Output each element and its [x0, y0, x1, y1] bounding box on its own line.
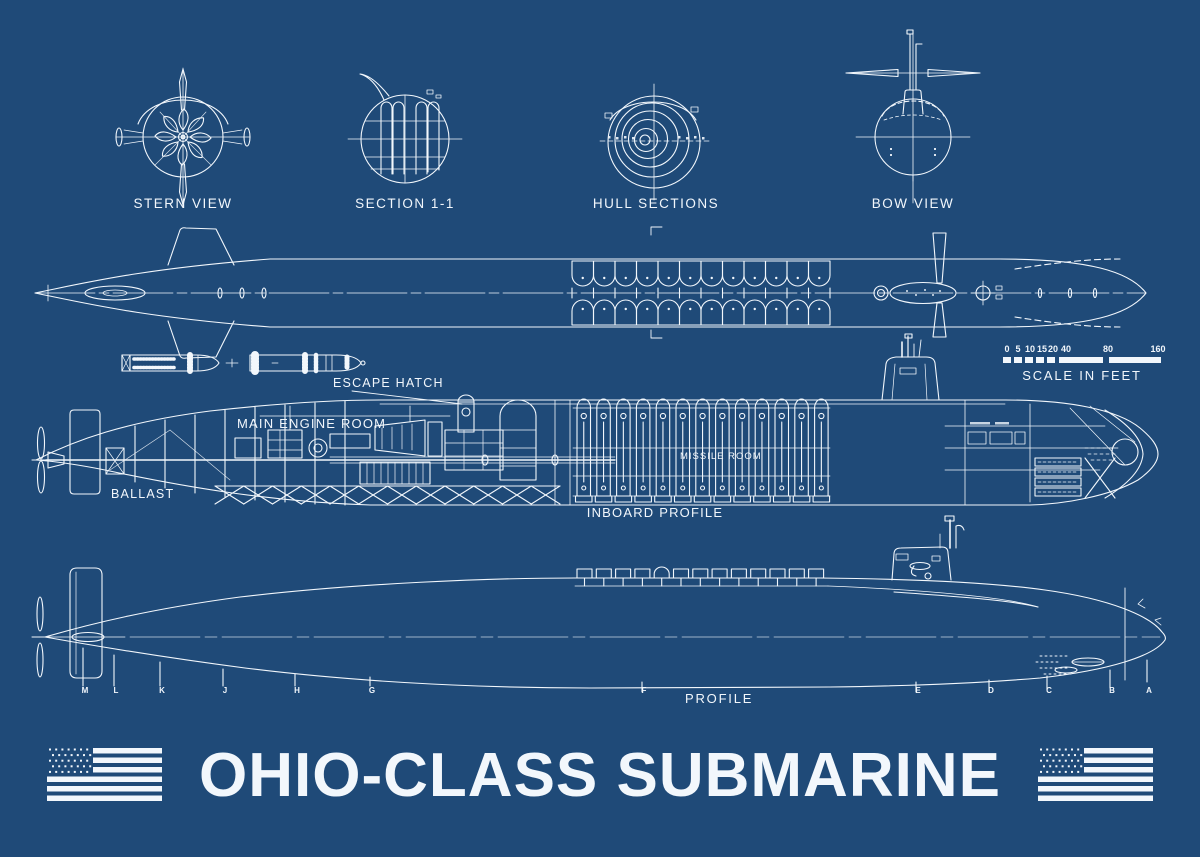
scale-tick-label: 10	[1024, 344, 1036, 354]
bow-view-drawing	[845, 29, 981, 204]
scale-tick-label: 0	[1004, 344, 1010, 354]
propeller-blades	[154, 108, 212, 166]
escape-hatch-label: ESCAPE HATCH	[333, 376, 444, 390]
frame-letter: G	[368, 686, 376, 695]
scale-bar: 0 5 10 15 20 40 80 160 SCALE IN FEET	[1003, 344, 1166, 386]
ballast-label: BALLAST	[111, 487, 175, 501]
poster-title: OHIO-CLASS SUBMARINE	[199, 741, 1001, 810]
missile-tubes	[574, 398, 831, 503]
sail	[891, 515, 965, 581]
scale-tick-label: 20	[1047, 344, 1059, 354]
inboard-profile-caption: INBOARD PROFILE	[586, 505, 724, 520]
sail	[881, 333, 940, 401]
frame-letter: H	[294, 686, 300, 695]
frame-letter: B	[1109, 686, 1115, 695]
scale-bar-graphic	[1003, 357, 1161, 363]
profile-drawing	[31, 515, 1166, 693]
scale-tick-label: 80	[1102, 344, 1114, 354]
scale-caption: SCALE IN FEET	[1022, 368, 1142, 383]
stern-view-drawing	[115, 67, 251, 207]
us-flag-right-icon	[1038, 748, 1153, 801]
frame-station-ticks	[82, 647, 1148, 693]
section-1-1-label: SECTION 1-1	[355, 196, 455, 211]
waterline-marks	[890, 148, 936, 156]
frame-letter: F	[641, 686, 647, 695]
scale-tick-label: 40	[1060, 344, 1072, 354]
frame-letter: M	[81, 686, 89, 695]
engine-room-machinery	[234, 399, 537, 485]
sail-outline	[889, 281, 957, 305]
frame-letter: K	[159, 686, 165, 695]
frame-letter-marks	[608, 136, 705, 140]
sail	[902, 89, 924, 115]
main-engine-room-label: MAIN ENGINE ROOM	[237, 416, 387, 431]
stern-frame-lines	[134, 400, 346, 506]
stern-rudder	[69, 409, 101, 495]
bow-torpedo-marks	[1035, 655, 1105, 675]
deck-hatches	[576, 566, 825, 587]
scale-tick-label: 160	[1150, 344, 1166, 354]
scale-tick-label: 15	[1036, 344, 1048, 354]
plan-view-drawing	[34, 226, 1147, 359]
bow-view-label: BOW VIEW	[871, 196, 955, 211]
propeller	[31, 596, 51, 678]
keel-truss	[214, 485, 561, 505]
section-1-1-drawing	[347, 73, 463, 184]
inboard-profile-drawing	[31, 333, 1159, 506]
us-flag-left-icon	[47, 748, 162, 801]
frame-letter: E	[915, 686, 921, 695]
frame-letter: L	[113, 686, 119, 695]
stern-view-label: STERN VIEW	[133, 196, 233, 211]
rudder-fin	[69, 567, 103, 679]
bow-compartments	[944, 399, 1144, 506]
scale-tick-label: 5	[1015, 344, 1021, 354]
hull-sections-label: HULL SECTIONS	[592, 196, 720, 211]
missile-hatch-rows	[571, 260, 831, 326]
frame-letter: C	[1046, 686, 1052, 695]
frame-letter: J	[222, 686, 228, 695]
torpedo-drawing	[121, 351, 366, 375]
frame-letter: A	[1146, 686, 1152, 695]
hull-sections-drawing	[599, 83, 713, 201]
frame-letter: D	[988, 686, 994, 695]
escape-hatch-trunk	[457, 394, 475, 433]
missile-room-label: MISSILE ROOM	[680, 451, 762, 462]
profile-caption: PROFILE	[685, 691, 754, 706]
